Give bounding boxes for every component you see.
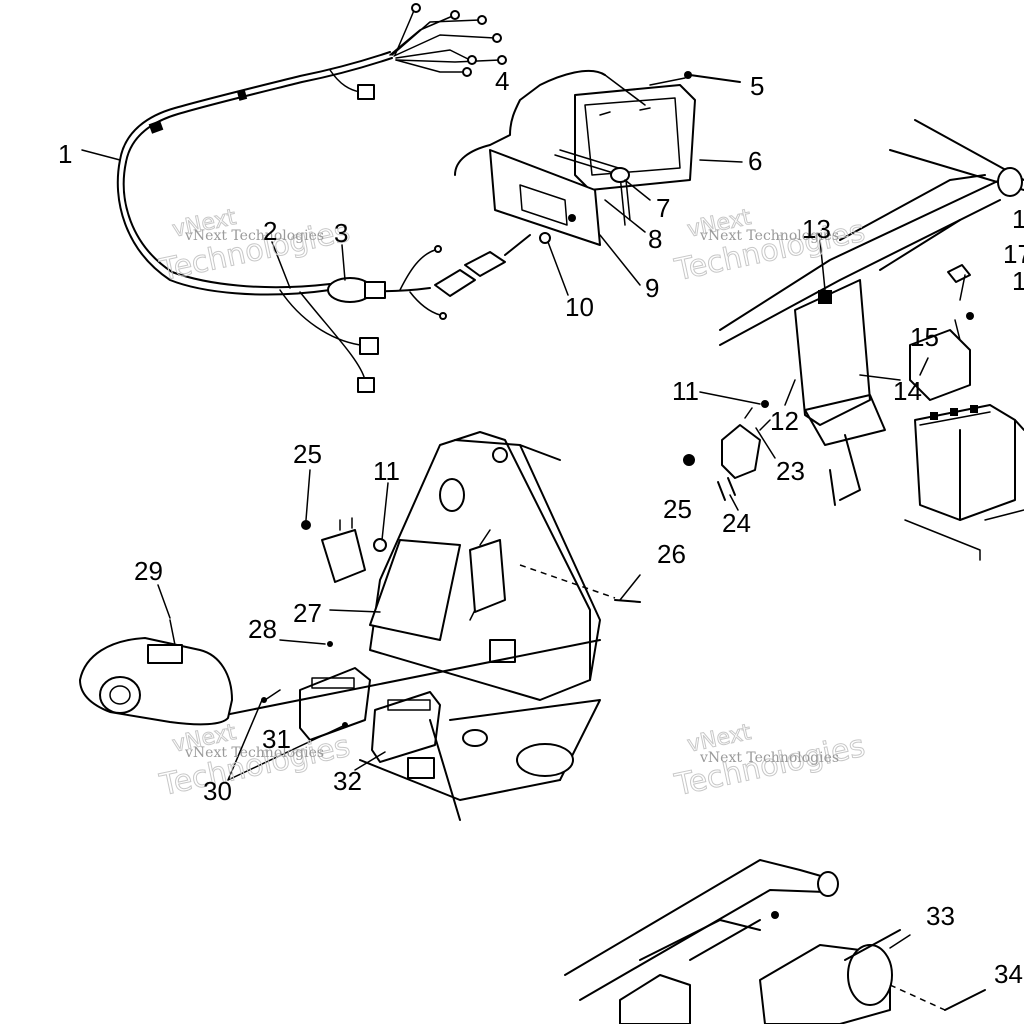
label-12: 12 xyxy=(770,406,799,436)
label-9: 9 xyxy=(645,273,659,303)
label-26: 26 xyxy=(657,539,686,569)
label-32: 32 xyxy=(333,766,362,796)
label-7: 7 xyxy=(656,193,670,223)
tail-light-assembly xyxy=(454,69,741,246)
label-31: 31 xyxy=(262,724,291,754)
label-4: 4 xyxy=(495,66,509,96)
label-2: 2 xyxy=(263,216,277,246)
label-11-center: 11 xyxy=(373,456,400,486)
label-29: 29 xyxy=(134,556,163,586)
label-17: 17 xyxy=(1003,239,1024,269)
leader-lines xyxy=(81,74,966,949)
key-switch xyxy=(327,234,531,303)
label-27: 27 xyxy=(293,598,322,628)
watermark-small-4: vNext Technologies xyxy=(699,750,839,766)
label-24: 24 xyxy=(722,508,751,538)
label-15: 15 xyxy=(910,322,939,352)
mounting-plate-area xyxy=(199,431,641,821)
label-6: 6 xyxy=(748,146,762,176)
label-5: 5 xyxy=(750,71,764,101)
wiring-harness xyxy=(116,3,507,393)
label-14: 14 xyxy=(893,376,922,406)
label-1: 1 xyxy=(58,139,72,169)
label-33: 33 xyxy=(926,901,955,931)
label-25-right: 25 xyxy=(663,494,692,524)
oil-tank xyxy=(79,619,233,726)
label-16-partial: 1 xyxy=(1012,204,1024,234)
starter-area xyxy=(564,859,986,1024)
label-34: 34 xyxy=(994,959,1023,989)
frame-battery-area xyxy=(683,119,1024,561)
watermark-small-1: vNext Technologies xyxy=(184,228,324,244)
watermark-small-2: vNext Technologies xyxy=(699,228,839,244)
label-30: 30 xyxy=(203,776,232,806)
label-10: 10 xyxy=(565,292,594,322)
part-labels: 1 2 3 4 5 6 7 8 9 10 11 11 12 13 14 15 1… xyxy=(58,66,1024,989)
label-28: 28 xyxy=(248,614,277,644)
watermark-small-3: vNext Technologies xyxy=(184,745,324,761)
label-23: 23 xyxy=(776,456,805,486)
label-8: 8 xyxy=(648,224,662,254)
label-3: 3 xyxy=(334,218,348,248)
label-25-center: 25 xyxy=(293,439,322,469)
label-11-right: 11 xyxy=(672,376,699,406)
label-18-partial: 1 xyxy=(1012,266,1024,296)
label-13: 13 xyxy=(802,214,831,244)
